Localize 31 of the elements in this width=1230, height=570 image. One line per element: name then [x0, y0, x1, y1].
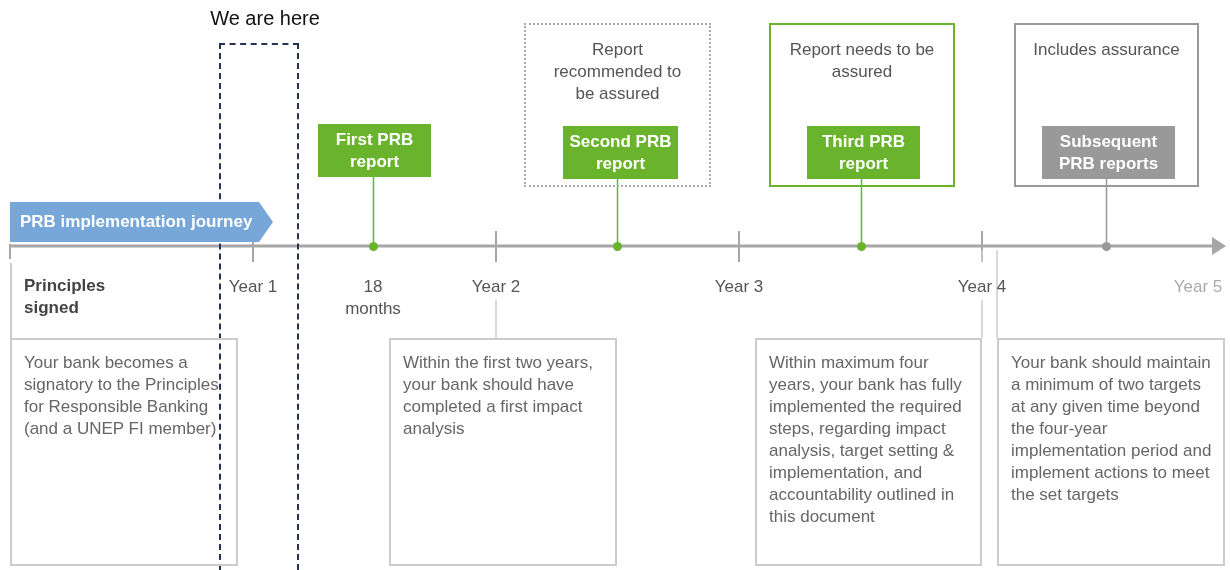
description-box: [997, 338, 1225, 566]
note-box: [524, 23, 711, 187]
timeline-label: Year 1: [227, 276, 279, 298]
description-box: [389, 338, 617, 566]
report-box: Third PRB report: [807, 126, 920, 179]
timeline-dot: [613, 242, 622, 251]
marker-label: We are here: [209, 6, 321, 30]
banner-text: PRB implementation journey: [20, 212, 253, 232]
report-box: First PRB report: [318, 124, 431, 177]
note-text: Includes assurance: [1032, 39, 1181, 61]
timeline-label: 18 months: [344, 276, 402, 320]
timeline-label: Year 2: [470, 276, 522, 298]
description-text: Your bank should maintain a minimum of two targets at any given time beyond the four-year implementation period and implement actions to meet the set targets: [1010, 352, 1213, 506]
description-box: [755, 338, 982, 566]
note-text: Report needs to be assured: [788, 39, 936, 83]
timeline-dot: [1102, 242, 1111, 251]
milestone-heading: Principles signed: [24, 275, 107, 319]
timeline-dot: [369, 242, 378, 251]
timeline-label: Year 3: [713, 276, 765, 298]
note-text: Report recommended to be assured: [552, 39, 683, 105]
timeline-label: Year 5: [1172, 276, 1224, 298]
timeline-dot: [857, 242, 866, 251]
timeline-label: Year 4: [956, 276, 1008, 298]
description-text: Within maximum four years, your bank has fully implemented the required steps, regarding impact analysis, target setting & implementation, and accountability outlined in this document: [768, 352, 963, 528]
connector-line: [372, 176, 375, 243]
note-box: [769, 23, 955, 187]
description-text: Within the first two years, your bank should have completed a first impact analysis: [402, 352, 594, 440]
report-box: Second PRB report: [563, 126, 678, 179]
note-box: [1014, 23, 1199, 187]
report-box: Subsequent PRB reports: [1042, 126, 1175, 179]
description-text: Your bank becomes a signatory to the Principles for Responsible Banking (and a UNEP FI member): [10, 338, 238, 566]
